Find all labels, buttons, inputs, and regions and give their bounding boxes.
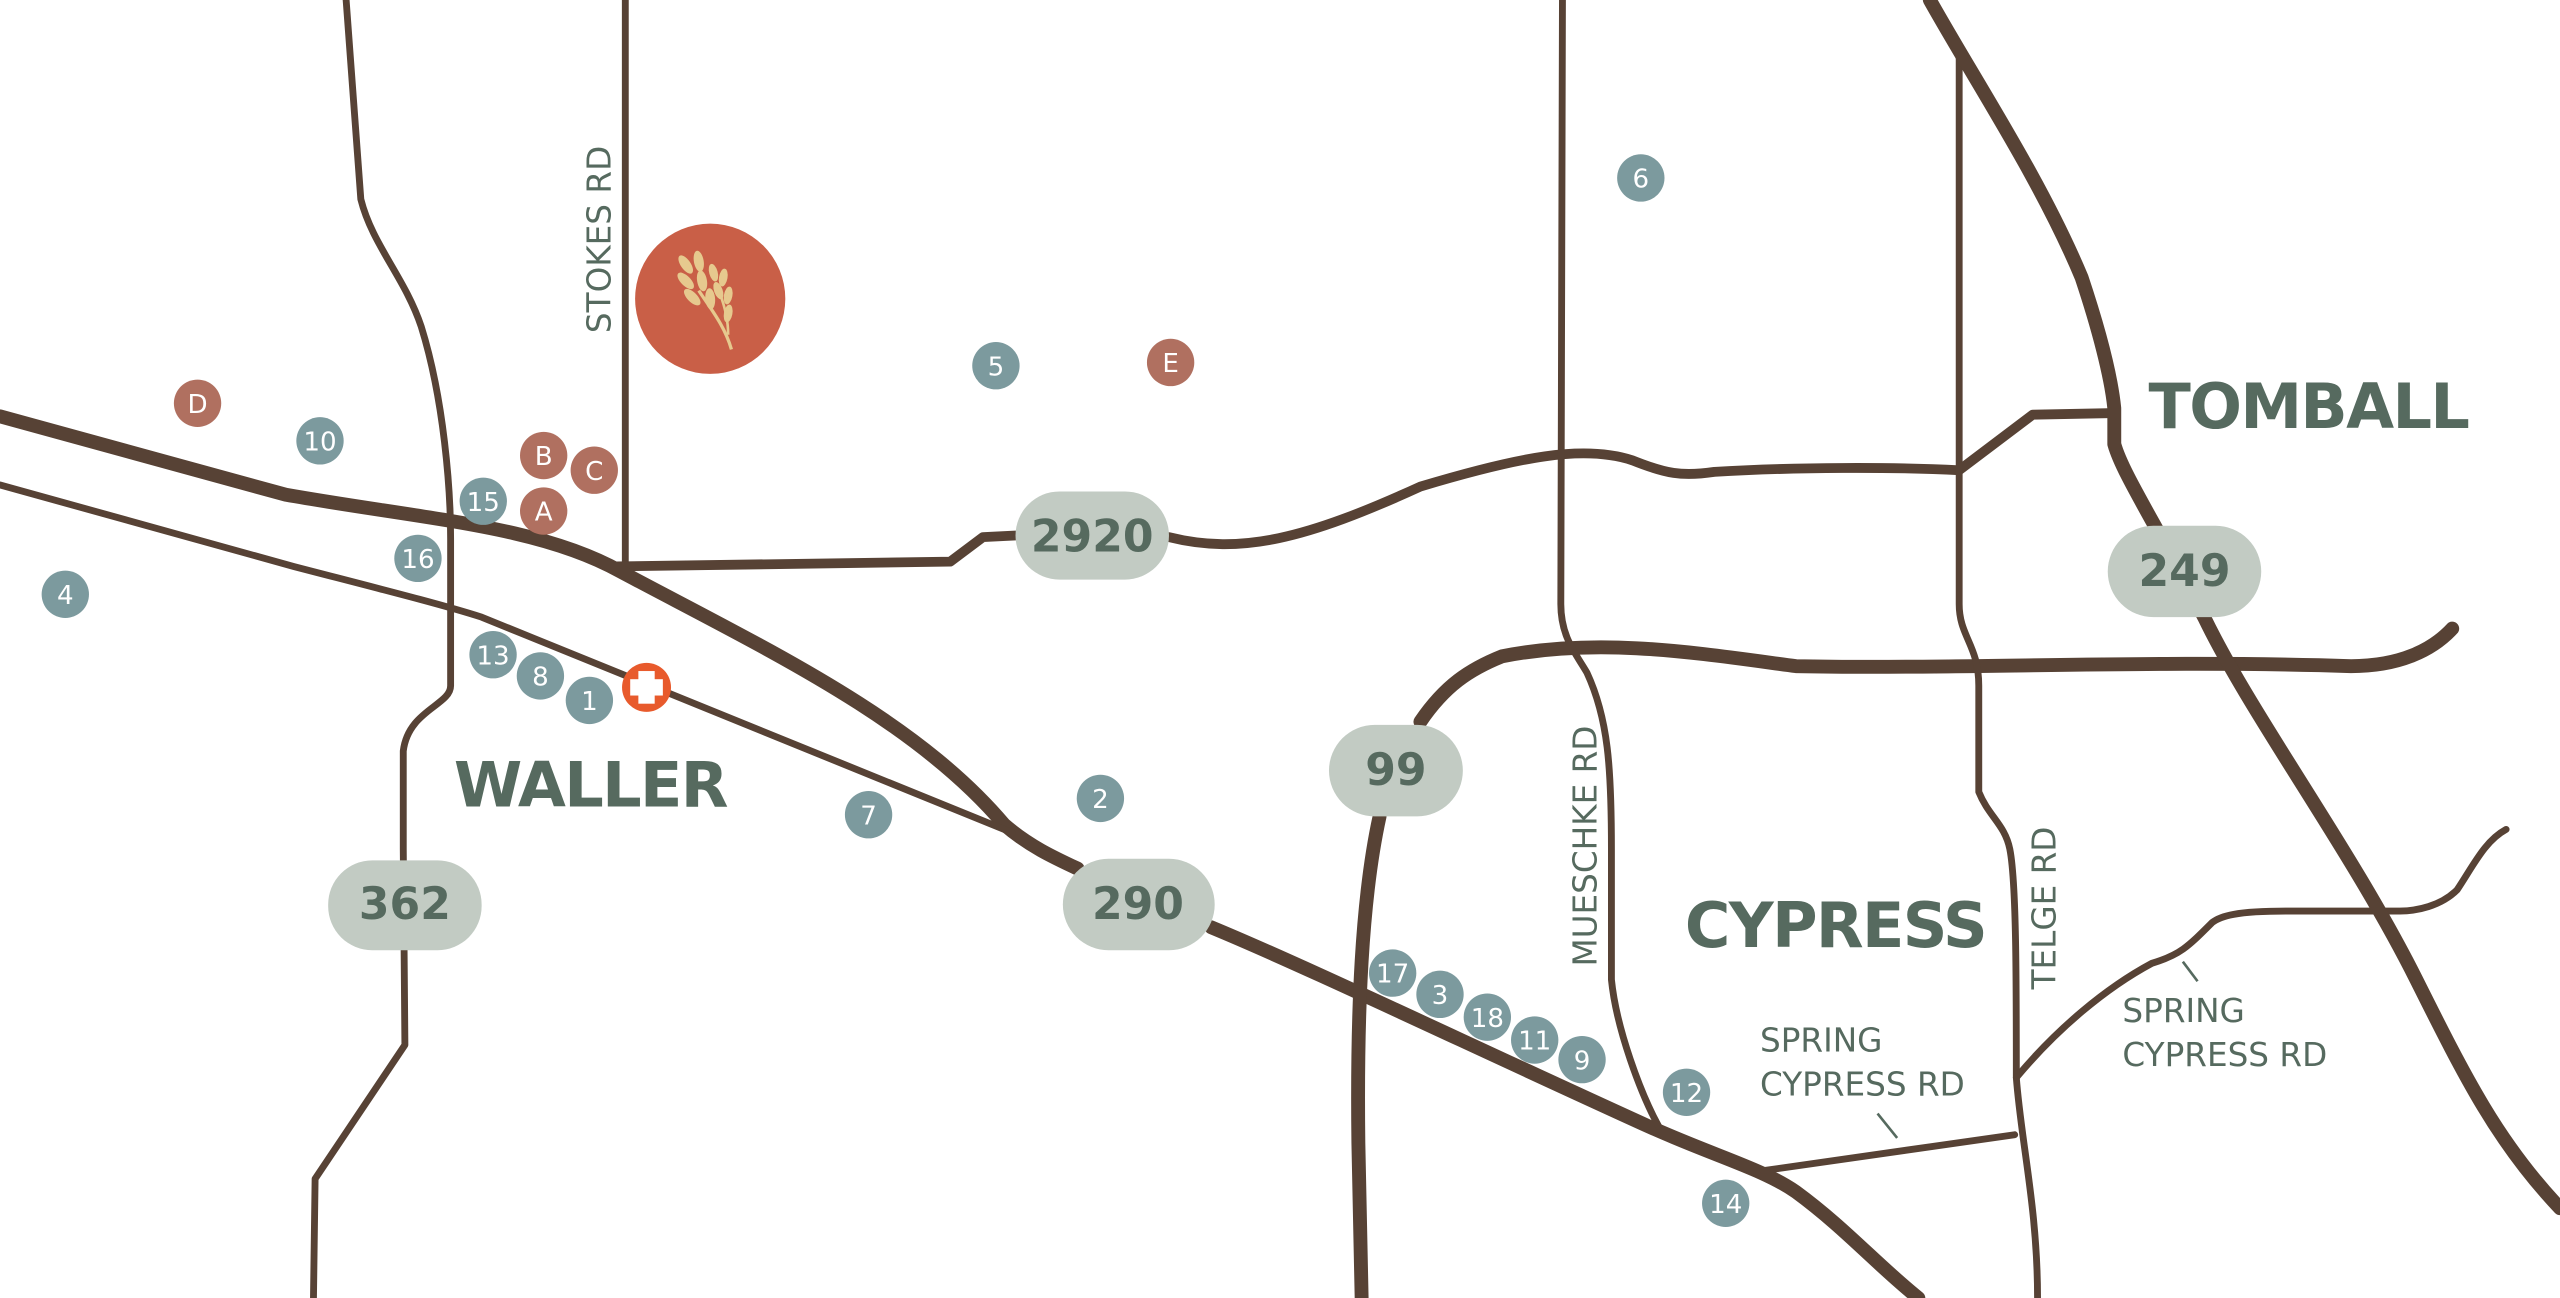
marker-17[interactable]: 17	[1368, 949, 1417, 997]
marker-b[interactable]: B	[520, 431, 568, 480]
svg-text:13: 13	[476, 641, 509, 671]
highway-shield-362: 362	[328, 860, 482, 951]
svg-text:SPRING: SPRING	[1760, 1021, 1882, 1059]
svg-text:15: 15	[467, 488, 500, 518]
marker-a[interactable]: A	[520, 487, 568, 535]
svg-text:8: 8	[532, 663, 549, 693]
marker-5[interactable]: 5	[972, 342, 1020, 390]
road-fm2920	[602, 408, 2120, 572]
svg-text:290: 290	[1092, 879, 1184, 930]
road-mueschke	[1557, 0, 1663, 1130]
marker-12[interactable]: 12	[1662, 1068, 1711, 1116]
road-telge	[1955, 45, 2041, 1298]
road-label-spring-cypress-ne: SPRING CYPRESS RD	[2122, 960, 2327, 1074]
svg-text:12: 12	[1670, 1079, 1703, 1109]
svg-text:2920: 2920	[1031, 512, 1154, 563]
marker-e[interactable]: E	[1146, 338, 1195, 387]
marker-15[interactable]: 15	[459, 477, 507, 525]
svg-text:17: 17	[1376, 960, 1409, 990]
svg-text:2: 2	[1092, 785, 1109, 815]
city-label-tomball: TOMBALL	[2149, 370, 2469, 443]
marker-d[interactable]: D	[173, 379, 222, 427]
svg-text:D: D	[187, 390, 207, 420]
marker-16[interactable]: 16	[394, 534, 442, 583]
svg-text:99: 99	[1365, 745, 1426, 796]
svg-text:6: 6	[1633, 165, 1650, 195]
svg-text:SPRING: SPRING	[2122, 992, 2244, 1030]
site-marker[interactable]	[635, 223, 786, 374]
road-railroad	[0, 481, 1016, 837]
marker-3[interactable]: 3	[1416, 970, 1464, 1018]
svg-text:7: 7	[860, 801, 877, 831]
svg-text:249: 249	[2138, 546, 2230, 597]
road-label-stokes: STOKES RD	[581, 146, 619, 333]
highway-shield-99: 99	[1328, 724, 1463, 817]
road-fm362	[310, 0, 455, 1298]
city-label-cypress: CYPRESS	[1685, 889, 1986, 962]
road-spring-cypress-ne	[2012, 825, 2510, 1082]
svg-text:E: E	[1162, 349, 1178, 379]
svg-text:A: A	[535, 498, 553, 528]
svg-text:CYPRESS RD: CYPRESS RD	[2122, 1036, 2327, 1074]
svg-text:11: 11	[1518, 1027, 1551, 1057]
medical-cross-icon	[630, 671, 663, 704]
svg-text:16: 16	[401, 545, 434, 575]
road-label-spring-cypress-south: SPRING CYPRESS RD	[1760, 1021, 1965, 1139]
highway-shield-2920: 2920	[1015, 491, 1169, 580]
svg-text:B: B	[535, 442, 553, 472]
svg-text:10: 10	[303, 427, 336, 457]
marker-11[interactable]: 11	[1511, 1016, 1559, 1064]
road-spring-cypress-south	[1759, 1131, 2019, 1175]
city-label-waller: WALLER	[454, 749, 728, 822]
marker-2[interactable]: 2	[1076, 774, 1125, 823]
svg-text:C: C	[585, 457, 603, 487]
hospital-marker[interactable]	[622, 662, 672, 712]
svg-text:14: 14	[1709, 1190, 1742, 1220]
road-label-mueschke: MUESCHKE RD	[1567, 726, 1605, 967]
svg-text:4: 4	[57, 581, 74, 611]
svg-text:9: 9	[1574, 1046, 1591, 1076]
svg-text:18: 18	[1471, 1004, 1504, 1034]
highway-shield-290: 290	[1062, 858, 1215, 951]
road-label-telge: TELGE RD	[2026, 827, 2064, 991]
svg-text:5: 5	[988, 352, 1005, 382]
marker-14[interactable]: 14	[1702, 1179, 1750, 1227]
svg-text:362: 362	[359, 879, 451, 930]
highway-shield-249: 249	[2107, 525, 2262, 618]
svg-text:CYPRESS RD: CYPRESS RD	[1760, 1066, 1965, 1104]
marker-13[interactable]: 13	[469, 631, 517, 679]
marker-9[interactable]: 9	[1558, 1035, 1606, 1084]
svg-text:1: 1	[581, 687, 598, 717]
wheat-icon	[677, 250, 733, 350]
marker-18[interactable]: 18	[1463, 993, 1512, 1041]
marker-10[interactable]: 10	[296, 417, 344, 465]
road-sh99	[1351, 621, 2460, 1298]
marker-7[interactable]: 7	[844, 791, 893, 839]
svg-text:3: 3	[1432, 981, 1449, 1011]
marker-8[interactable]: 8	[516, 652, 565, 700]
marker-4[interactable]: 4	[41, 570, 89, 618]
marker-6[interactable]: 6	[1617, 154, 1665, 202]
marker-c[interactable]: C	[570, 446, 618, 494]
road-us290	[0, 409, 1926, 1298]
marker-1[interactable]: 1	[565, 676, 614, 725]
